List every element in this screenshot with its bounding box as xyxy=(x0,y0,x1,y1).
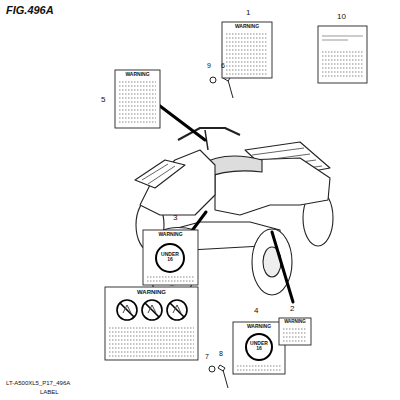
warning-decal xyxy=(318,26,367,83)
callout-number: 1 xyxy=(246,9,250,17)
callout-number: 4 xyxy=(254,307,258,315)
callout-number: 9 xyxy=(207,62,211,69)
callout-number: 7 xyxy=(205,353,209,360)
figure-caption: LT-A500XL5_P17_496A xyxy=(6,380,70,386)
handlebar xyxy=(178,128,240,140)
decal-text: UNDER 16 xyxy=(247,341,271,352)
rear-wheel xyxy=(252,229,292,295)
warning-decal xyxy=(143,230,198,285)
warning-decal xyxy=(115,70,160,128)
figure-label: LABEL xyxy=(40,389,59,395)
warning-decal xyxy=(222,22,272,78)
age-symbol xyxy=(156,244,184,272)
decal-text: WARNING xyxy=(115,72,160,77)
warning-decal xyxy=(279,318,311,345)
pictogram xyxy=(117,300,137,320)
callout-number: 3 xyxy=(173,214,177,222)
pictogram xyxy=(167,300,187,320)
leader-line xyxy=(272,232,293,302)
callout-number: 10 xyxy=(337,13,346,21)
age-symbol xyxy=(246,334,272,360)
figure-title: FIG.496A xyxy=(6,5,54,17)
washer xyxy=(209,366,215,372)
callout-number: 5 xyxy=(101,96,105,104)
front-rack xyxy=(135,160,185,188)
warning-decal xyxy=(233,322,285,374)
decal-text: WARNING xyxy=(233,324,285,329)
decal-text: WARNING xyxy=(279,320,311,325)
decal-text: WARNING xyxy=(105,289,198,295)
callout-number: 6 xyxy=(221,62,225,69)
pictogram xyxy=(142,300,162,320)
decal-text: WARNING xyxy=(222,24,272,29)
decal-text: UNDER 16 xyxy=(158,252,182,263)
screw-head xyxy=(218,365,225,371)
callout-number: 8 xyxy=(219,350,223,357)
warning-decal xyxy=(105,287,198,360)
washer xyxy=(210,77,216,83)
decal-text: WARNING xyxy=(143,232,198,237)
callout-number: 2 xyxy=(290,305,294,313)
